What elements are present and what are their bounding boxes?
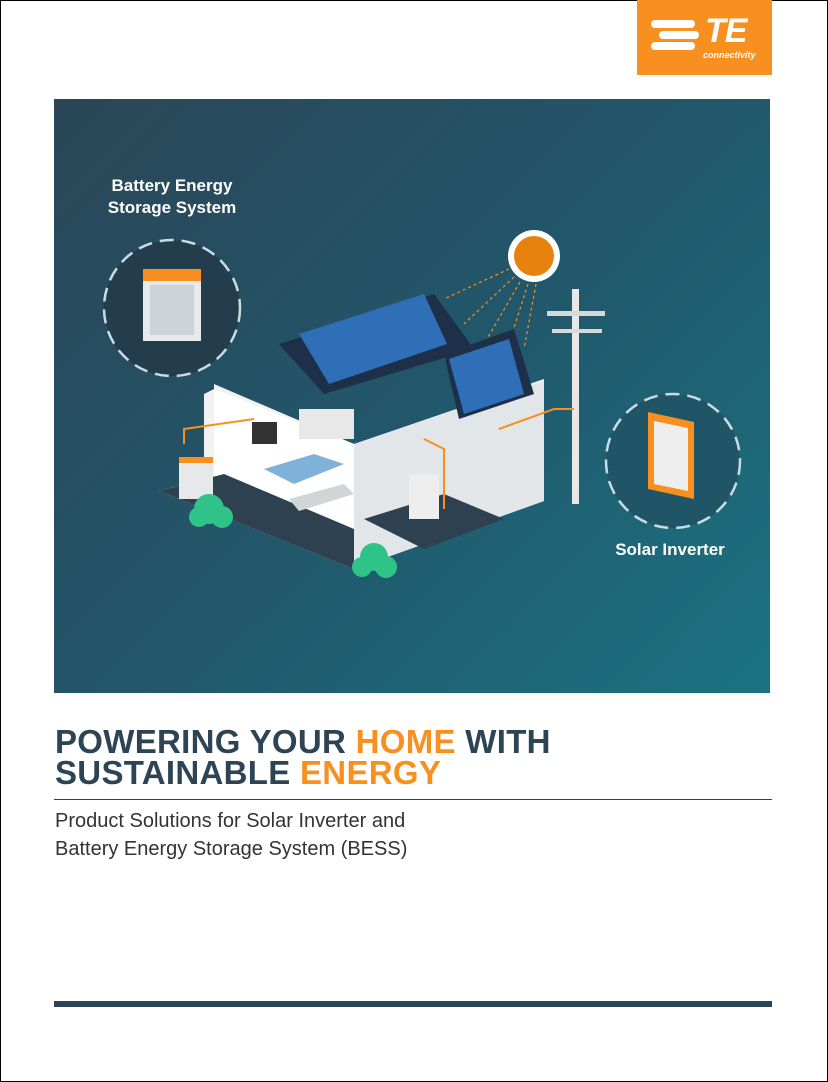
bess-label-line1: Battery Energy	[111, 176, 233, 195]
logo-stripe	[651, 20, 695, 28]
house	[159, 294, 574, 569]
logo-tagline: connectivity	[703, 50, 756, 60]
battery-icon	[102, 238, 242, 378]
subtitle: Product Solutions for Solar Inverter and…	[55, 807, 407, 863]
utility-pole	[547, 289, 605, 504]
title-line2: SUSTAINABLE ENERGY	[55, 754, 551, 791]
solar-inverter-label: Solar Inverter	[615, 540, 725, 559]
page-title: POWERING YOUR HOME WITH SUSTAINABLE ENER…	[55, 723, 551, 791]
title-text: POWERING YOUR	[55, 723, 356, 760]
title-line1: POWERING YOUR HOME WITH	[55, 723, 551, 760]
solar-home-illustration	[102, 230, 742, 578]
solar-inverter-icon	[604, 392, 742, 530]
subtitle-line1: Product Solutions for Solar Inverter and	[55, 810, 406, 832]
logo-stripe	[651, 42, 695, 50]
title-text: SUSTAINABLE	[55, 754, 300, 791]
title-highlight: ENERGY	[300, 754, 442, 791]
sun-icon	[443, 230, 560, 360]
divider	[54, 799, 772, 800]
bess-label: Battery Energy Storage System	[92, 175, 252, 219]
footer-bar	[54, 1001, 772, 1007]
title-text: WITH	[455, 723, 551, 760]
hero-illustration: Battery Energy Storage System Solar Inve…	[54, 99, 770, 693]
tree	[189, 494, 397, 578]
bess-label-line2: Storage System	[107, 198, 237, 217]
te-connectivity-logo: TE connectivity	[637, 0, 772, 75]
subtitle-line2: Battery Energy Storage System (BESS)	[55, 838, 408, 860]
title-highlight: HOME	[355, 723, 456, 760]
logo-mark: TE	[705, 12, 747, 50]
logo-stripe	[659, 31, 699, 39]
